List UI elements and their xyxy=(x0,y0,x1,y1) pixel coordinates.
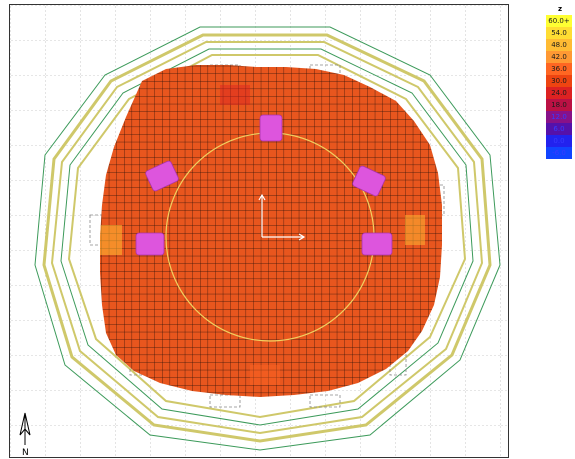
inner-boundary-green xyxy=(60,48,474,426)
legend-swatch: 42.0 xyxy=(546,51,572,63)
outer-tier-yellow xyxy=(42,33,492,443)
render-viewport[interactable]: N xyxy=(9,4,509,458)
legend-swatch: 36.0 xyxy=(546,63,572,75)
legend-swatch: -6.0 xyxy=(546,147,572,159)
legend-swatch: 54.0 xyxy=(546,27,572,39)
legend-swatch: 6.0 xyxy=(546,123,572,135)
legend-swatch: 24.0 xyxy=(546,87,572,99)
legend-swatch: 60.0+ xyxy=(546,15,572,27)
outer-boundary-green xyxy=(34,26,501,451)
legend-swatch: 0.0 xyxy=(546,135,572,147)
magenta-seat-groups xyxy=(135,114,393,256)
legend-title: z xyxy=(557,5,563,13)
origin-axes xyxy=(258,193,306,241)
compass-label: N xyxy=(22,448,29,457)
legend-swatch: 12.0 xyxy=(546,111,572,123)
middle-tier-yellow xyxy=(50,41,484,435)
north-arrow-icon xyxy=(19,412,31,445)
heatmap-floor xyxy=(100,65,442,397)
heatmap-scene: N xyxy=(10,5,508,457)
legend-swatch: 48.0 xyxy=(546,39,572,51)
legend-swatch: 18.0 xyxy=(546,99,572,111)
legend-swatch: 30.0 xyxy=(546,75,572,87)
inner-tier-yellow xyxy=(67,54,467,419)
